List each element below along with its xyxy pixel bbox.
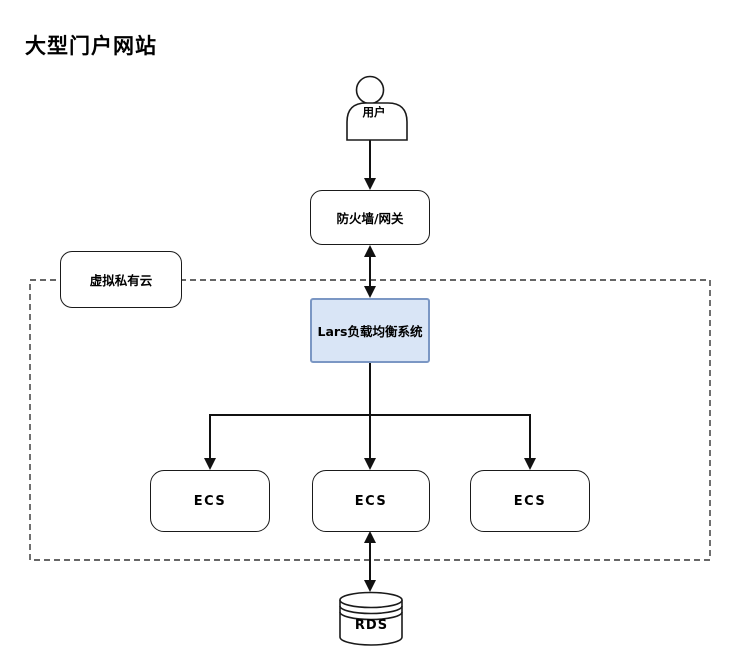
ecs-label-3: ECS xyxy=(513,493,547,509)
ecs-label-1: ECS xyxy=(193,493,227,509)
load-balancer-node[interactable]: Lars负载均衡系统 xyxy=(310,298,430,363)
arrow-firewall-loadbalancer xyxy=(364,245,376,298)
user-label: 用户 xyxy=(362,105,386,119)
ecs-node-3[interactable]: ECS xyxy=(470,470,590,532)
firewall-gateway-node[interactable]: 防火墙/网关 xyxy=(310,190,430,245)
ecs-label-2: ECS xyxy=(354,493,388,509)
arrow-loadbalancer-to-ecs xyxy=(204,363,536,470)
arrow-ecs-rds xyxy=(364,531,376,592)
firewall-gateway-label: 防火墙/网关 xyxy=(336,211,404,226)
vpc-label-node: 虚拟私有云 xyxy=(60,251,182,308)
vpc-label: 虚拟私有云 xyxy=(89,273,153,288)
page-title: 大型门户网站 xyxy=(25,34,157,58)
user-icon xyxy=(346,75,408,141)
rds-label: RDS xyxy=(354,618,389,633)
database-icon xyxy=(339,591,403,646)
load-balancer-label: Lars负载均衡系统 xyxy=(317,324,423,339)
arrow-user-to-firewall xyxy=(364,140,376,190)
ecs-node-1[interactable]: ECS xyxy=(150,470,270,532)
ecs-node-2[interactable]: ECS xyxy=(312,470,430,532)
